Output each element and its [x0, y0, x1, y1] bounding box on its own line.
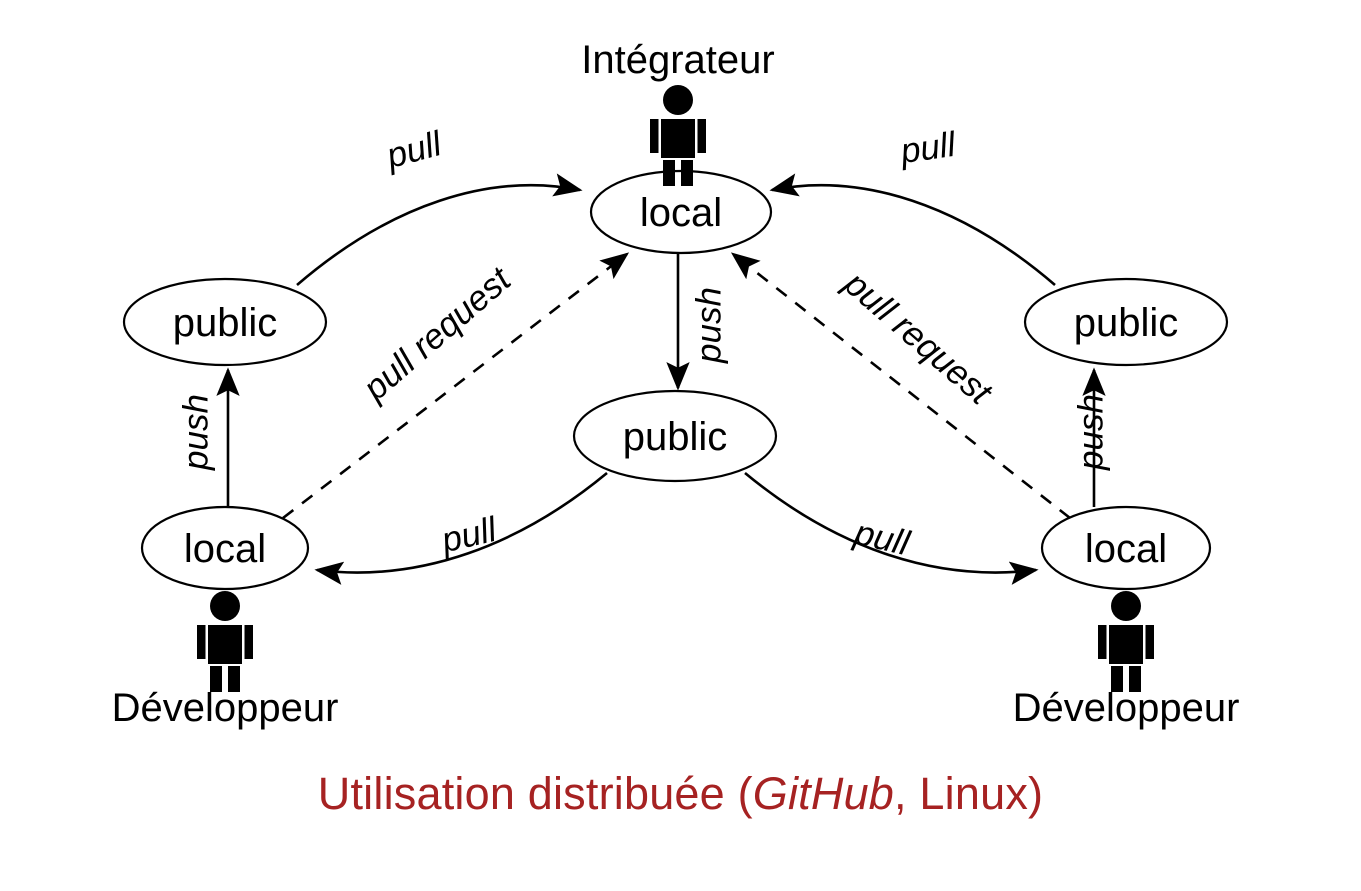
edge-label-push-right: push [1072, 394, 1111, 471]
edge-right-public-to-integrator-local [769, 173, 1056, 286]
edge-central-public-to-left-local [314, 471, 608, 585]
node-label: local [640, 191, 722, 235]
edge-label-pull-request-left: pull request [355, 259, 519, 409]
edge-label-pull-right-bottom: pull [850, 513, 914, 564]
node-ellipse [140, 505, 310, 591]
edge-left-local-to-integrator-local [282, 252, 630, 520]
node-label: public [623, 415, 728, 459]
edge-central-public-to-right-local [744, 471, 1039, 585]
edge-label-push-left: push [177, 394, 216, 471]
node-label: local [184, 527, 266, 571]
node-right-public[interactable]: public [1023, 277, 1229, 367]
node-label: public [173, 301, 278, 345]
node-ellipse [122, 277, 328, 367]
person-icon [1098, 591, 1154, 692]
node-right-local[interactable]: local [1040, 505, 1212, 591]
node-ellipse [1040, 505, 1212, 591]
node-left-public[interactable]: public [122, 277, 328, 367]
node-label: public [1074, 301, 1179, 345]
person-icon [197, 591, 253, 692]
node-integrator-local[interactable]: local [589, 169, 773, 255]
edge-left-public-to-integrator-local [296, 173, 583, 286]
caption-emphasis: GitHub [752, 768, 895, 819]
actor-label-developer-right: Développeur [1013, 686, 1240, 730]
edge-right-local-to-integrator-local [730, 252, 1071, 520]
node-ellipse [572, 389, 778, 483]
edge-label-push-center: push [690, 287, 729, 364]
caption-prefix: Utilisation distribuée ( [317, 768, 753, 819]
actor-label-developer-left: Développeur [112, 686, 339, 730]
actor-integrator: Intégrateur [581, 38, 775, 186]
edge-label-pull-request-right: pull request [836, 263, 1000, 413]
edge-label-pull-left-top: pull [382, 124, 447, 176]
person-icon [650, 85, 706, 186]
node-central-public[interactable]: public [572, 389, 778, 483]
node-left-local[interactable]: local [140, 505, 310, 591]
node-ellipse [1023, 277, 1229, 367]
actor-developer-left: Développeur [112, 591, 339, 730]
edge-label-pull-right-top: pull [897, 125, 959, 172]
edge-label-pull-left-bottom: pull [437, 510, 501, 561]
caption-suffix: , Linux) [894, 768, 1044, 819]
actor-label-integrator: Intégrateur [581, 38, 774, 82]
actor-developer-right: Développeur [1013, 591, 1240, 730]
diagram-caption: Utilisation distribuée (GitHub, Linux) [0, 768, 1361, 820]
node-label: local [1085, 527, 1167, 571]
